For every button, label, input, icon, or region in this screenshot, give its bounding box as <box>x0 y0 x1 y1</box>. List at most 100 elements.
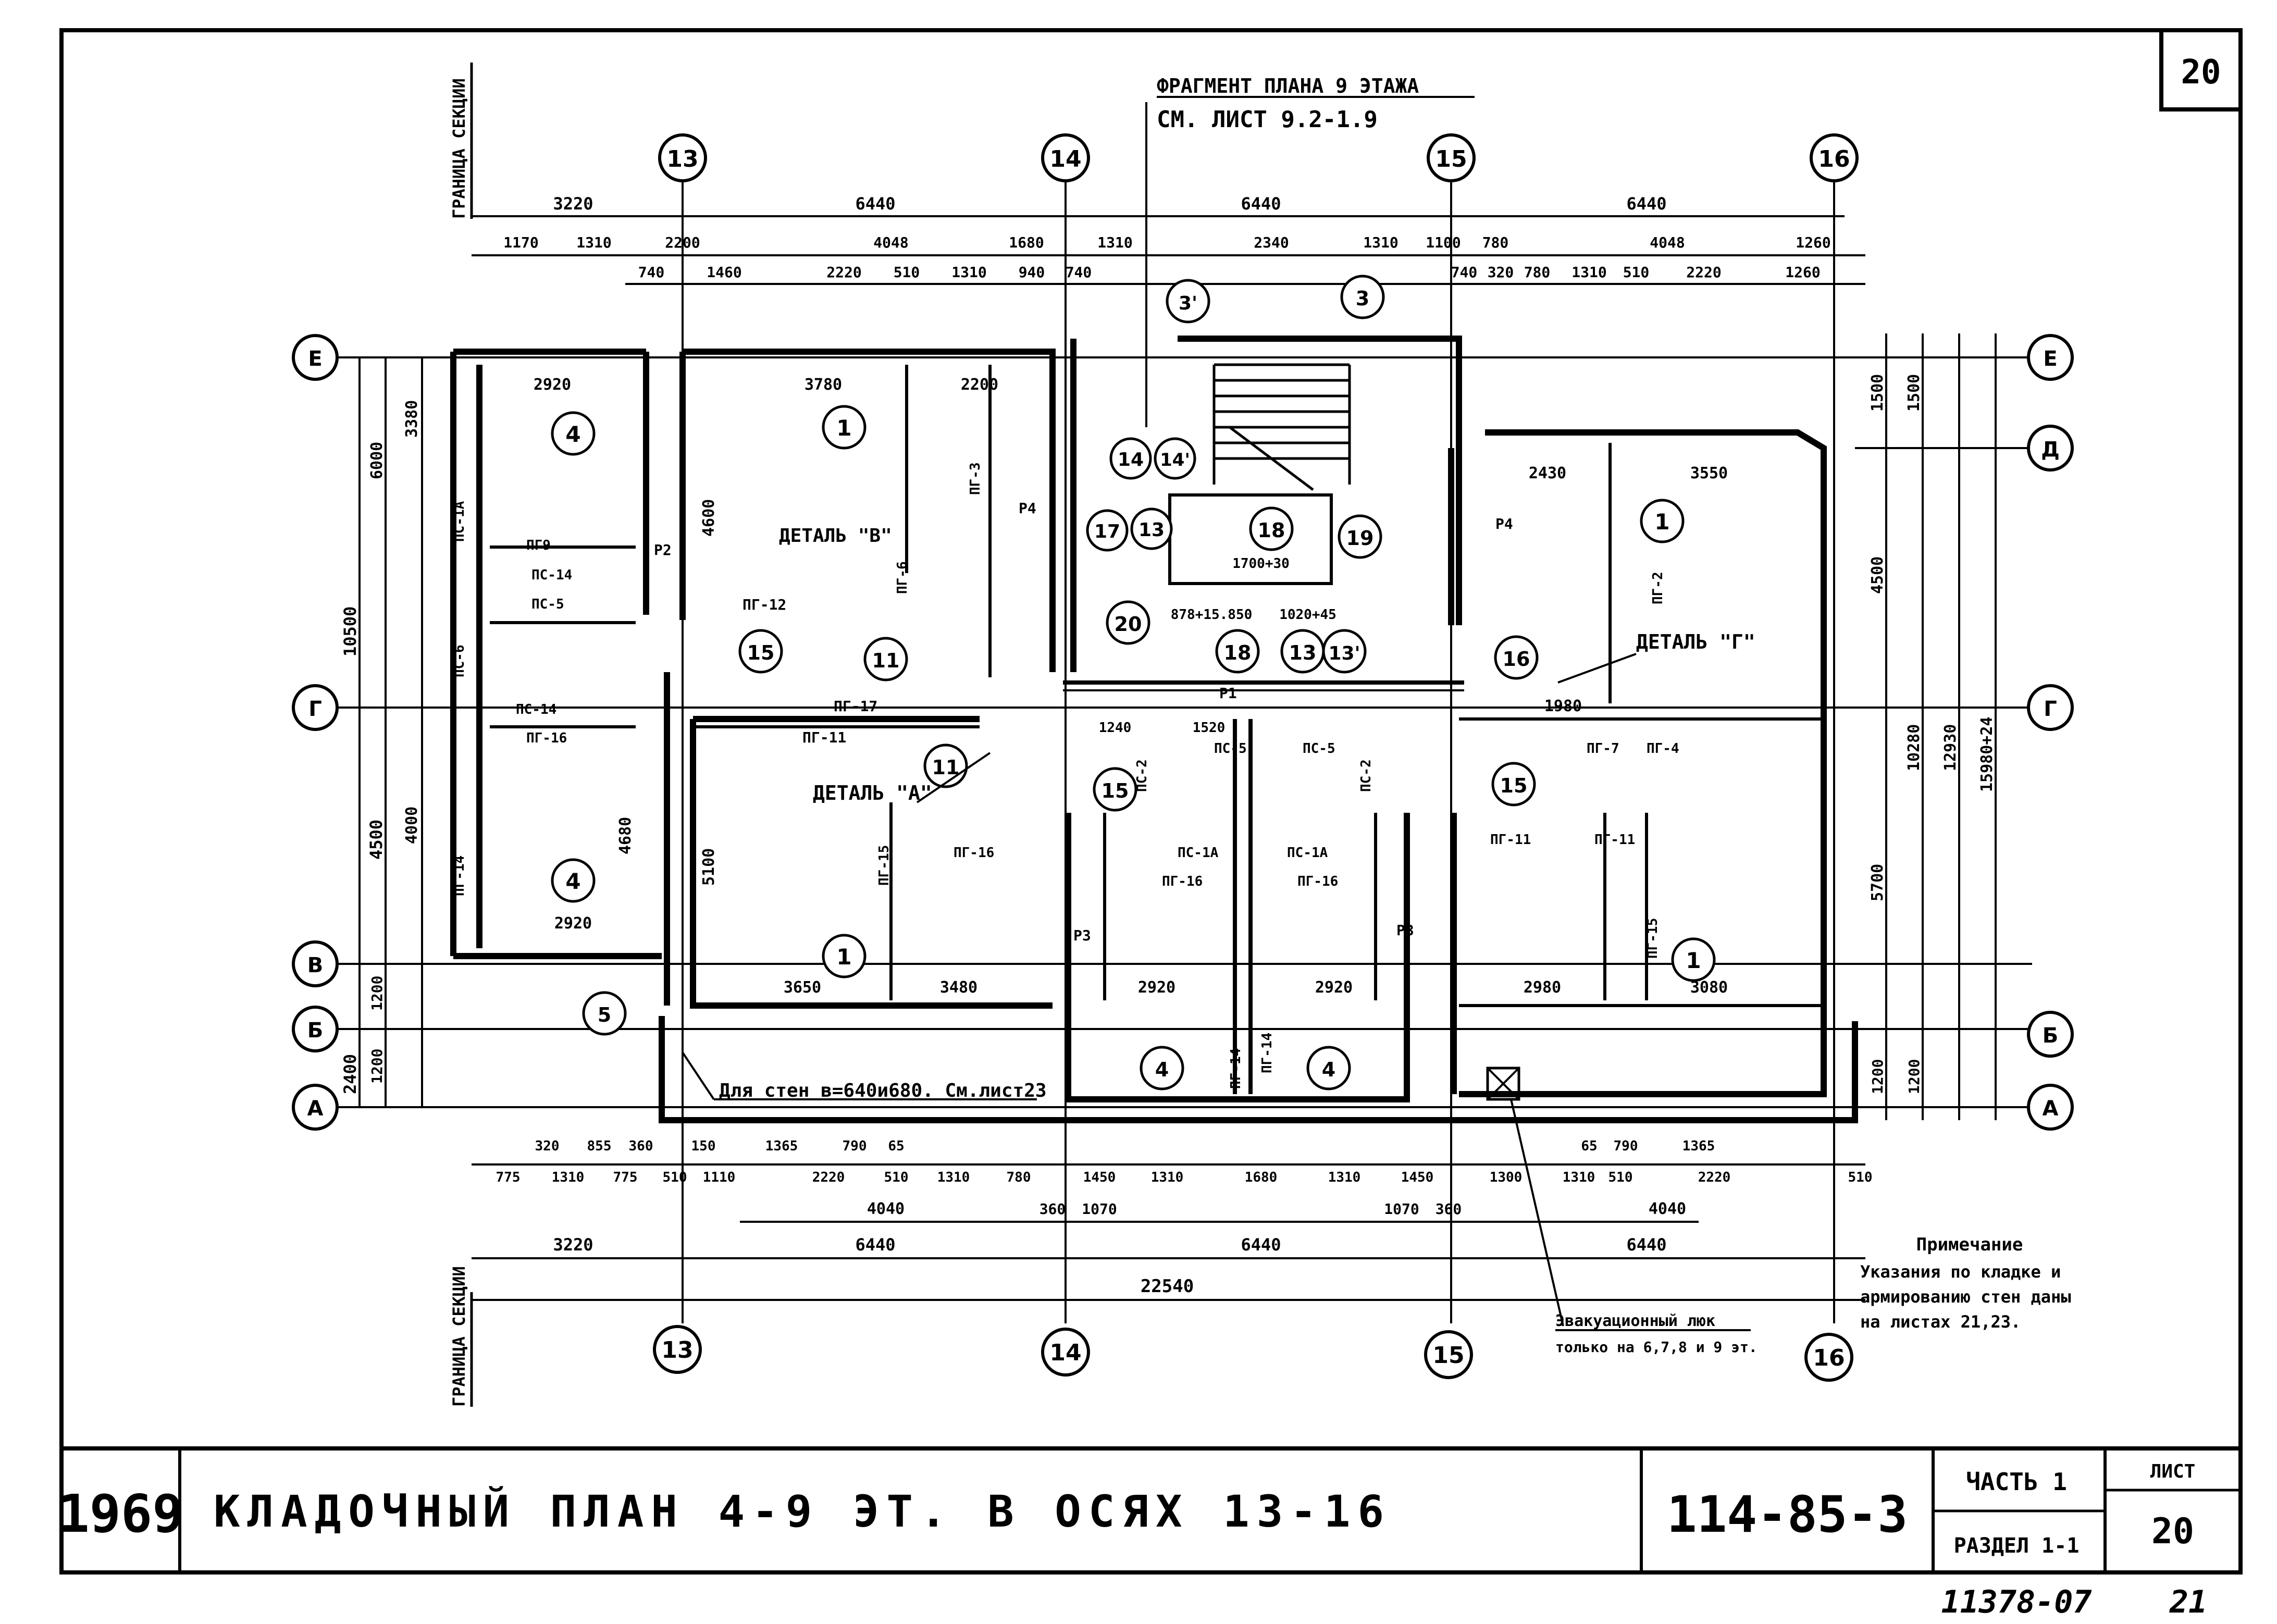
svg-text:Р4: Р4 <box>1019 500 1036 517</box>
svg-text:1310: 1310 <box>1328 1170 1361 1185</box>
callouts: ДЕТАЛЬ "В" ДЕТАЛЬ "Г" ДЕТАЛЬ "А" Для сте… <box>682 525 1758 1356</box>
svg-text:ПГ-14: ПГ-14 <box>1228 1048 1244 1089</box>
partitions <box>490 365 1648 1000</box>
svg-text:1020+45: 1020+45 <box>1279 607 1336 623</box>
axis-v-left: В <box>307 953 324 977</box>
svg-text:1365: 1365 <box>1682 1138 1715 1154</box>
axis-13-bottom-marker <box>653 1325 702 1374</box>
axis-16-bottom-marker <box>1804 1333 1853 1382</box>
svg-text:1070: 1070 <box>1384 1200 1419 1218</box>
sheet-title: КЛАДОЧНЫЙ ПЛАН 4-9 ЭТ. В ОСЯХ 13-16 <box>214 1486 1391 1537</box>
svg-text:855: 855 <box>587 1138 612 1154</box>
svg-text:4048: 4048 <box>1650 234 1685 251</box>
svg-text:1980: 1980 <box>1544 697 1582 715</box>
svg-text:ПС-2: ПС-2 <box>1358 759 1374 792</box>
svg-text:1310: 1310 <box>1363 234 1398 251</box>
svg-text:4040: 4040 <box>867 1200 905 1218</box>
section-border-top: ГРАНИЦА СЕКЦИИ <box>449 78 469 219</box>
svg-text:1300: 1300 <box>1490 1170 1523 1185</box>
notes-line-1: Указания по кладке и <box>1860 1262 2061 1282</box>
svg-text:Р3: Р3 <box>1073 927 1091 944</box>
svg-text:15980+24: 15980+24 <box>1978 717 1996 792</box>
svg-text:ПГ-16: ПГ-16 <box>1162 874 1203 889</box>
notes-title: Примечание <box>1916 1234 2023 1255</box>
svg-text:360: 360 <box>629 1138 653 1154</box>
svg-text:5700: 5700 <box>1868 864 1887 901</box>
svg-text:2200: 2200 <box>961 376 998 394</box>
list-label: ЛИСТ <box>2150 1461 2196 1482</box>
room-18-b: 18 <box>1224 641 1252 664</box>
element-marks: ПГ-12 ПГ-17 ПГ-11 ПГ9 ПС-14 ПС-5 ПС-14 П… <box>452 462 1679 1089</box>
room-18-a: 18 <box>1258 519 1285 542</box>
svg-text:740: 740 <box>1451 264 1478 281</box>
svg-text:ПС-1А: ПС-1А <box>452 501 467 542</box>
axis-16-top-marker <box>1810 133 1859 182</box>
room-13p: 13' <box>1328 643 1360 664</box>
axis-15-top-marker <box>1427 133 1476 182</box>
axis-14-bottom: 14 <box>1049 1340 1081 1366</box>
part-label: ЧАСТЬ 1 <box>1966 1468 2067 1496</box>
svg-text:3480: 3480 <box>940 978 977 997</box>
axis-a-right: А <box>2043 1097 2059 1121</box>
svg-text:2920: 2920 <box>534 376 571 394</box>
axis-d-right: Д <box>2041 438 2060 462</box>
detail-v-label: ДЕТАЛЬ "В" <box>779 525 892 547</box>
svg-text:Р4: Р4 <box>1495 515 1513 532</box>
svg-text:ПГ-16: ПГ-16 <box>1297 874 1338 889</box>
svg-text:1310: 1310 <box>1097 234 1132 251</box>
axis-b-right: Б <box>2043 1024 2059 1048</box>
svg-text:ПГ-11: ПГ-11 <box>1490 832 1531 848</box>
dim-total-length: 22540 <box>1141 1276 1194 1297</box>
svg-text:ПГ-3: ПГ-3 <box>968 462 983 495</box>
svg-text:940: 940 <box>1019 264 1045 281</box>
svg-text:1200: 1200 <box>368 976 386 1011</box>
svg-text:510: 510 <box>884 1170 909 1185</box>
svg-text:ПС-6: ПС-6 <box>452 644 467 677</box>
svg-text:6000: 6000 <box>368 442 386 479</box>
svg-text:510: 510 <box>1608 1170 1633 1185</box>
notes-line-2: армированию стен даны <box>1860 1287 2071 1307</box>
svg-text:510: 510 <box>1623 264 1650 281</box>
axis-markers-vertical: 13 14 15 16 13 14 15 16 <box>653 133 1859 1382</box>
room-13-a: 13 <box>1138 519 1165 541</box>
svg-text:320: 320 <box>535 1138 560 1154</box>
room-1-c: 1 <box>1654 509 1669 535</box>
room-dimensions: 2920 3780 2200 2430 3550 2920 3650 3480 … <box>534 376 1728 997</box>
svg-text:1200: 1200 <box>368 1049 386 1084</box>
svg-text:2340: 2340 <box>1254 234 1289 251</box>
svg-text:1170: 1170 <box>503 234 538 251</box>
room-11-b: 11 <box>932 756 960 779</box>
axis-markers-horizontal: Е Г В Б А Е Д Г Б А <box>292 334 2074 1131</box>
svg-text:1200: 1200 <box>1905 1059 1923 1094</box>
svg-text:1500: 1500 <box>1868 374 1887 412</box>
svg-text:ПГ-17: ПГ-17 <box>834 698 877 715</box>
svg-text:1310: 1310 <box>1151 1170 1184 1185</box>
stair-flight <box>1212 363 1351 491</box>
svg-text:ПГ-11: ПГ-11 <box>1594 832 1635 848</box>
section-label: РАЗДЕЛ 1-1 <box>1954 1534 2080 1558</box>
axis-b-left: Б <box>307 1019 324 1043</box>
svg-text:4048: 4048 <box>873 234 908 251</box>
svg-text:3220: 3220 <box>553 1235 593 1255</box>
svg-text:1310: 1310 <box>951 264 986 281</box>
svg-text:ПГ-15: ПГ-15 <box>1645 918 1661 959</box>
svg-text:2220: 2220 <box>1698 1170 1731 1185</box>
svg-text:10280: 10280 <box>1905 724 1923 771</box>
room-1-a: 1 <box>836 415 851 441</box>
dim-top-1: 3220 <box>553 194 593 214</box>
sheet-number: 20 <box>2181 53 2221 92</box>
hatch-note-2: только на 6,7,8 и 9 эт. <box>1555 1338 1758 1356</box>
axis-e-right: Е <box>2043 347 2057 371</box>
dim-top-2: 6440 <box>855 194 895 214</box>
svg-text:3780: 3780 <box>805 376 842 394</box>
svg-text:1240: 1240 <box>1099 720 1132 736</box>
svg-text:6440: 6440 <box>855 1235 895 1255</box>
svg-text:12930: 12930 <box>1941 724 1960 771</box>
project-number: 114-85-3 <box>1667 1485 1908 1544</box>
svg-text:ПГ-7: ПГ-7 <box>1587 741 1619 757</box>
svg-text:Р1: Р1 <box>1219 685 1237 702</box>
room-5: 5 <box>598 1003 611 1026</box>
svg-text:878+15.850: 878+15.850 <box>1171 607 1253 623</box>
svg-text:2220: 2220 <box>826 264 861 281</box>
